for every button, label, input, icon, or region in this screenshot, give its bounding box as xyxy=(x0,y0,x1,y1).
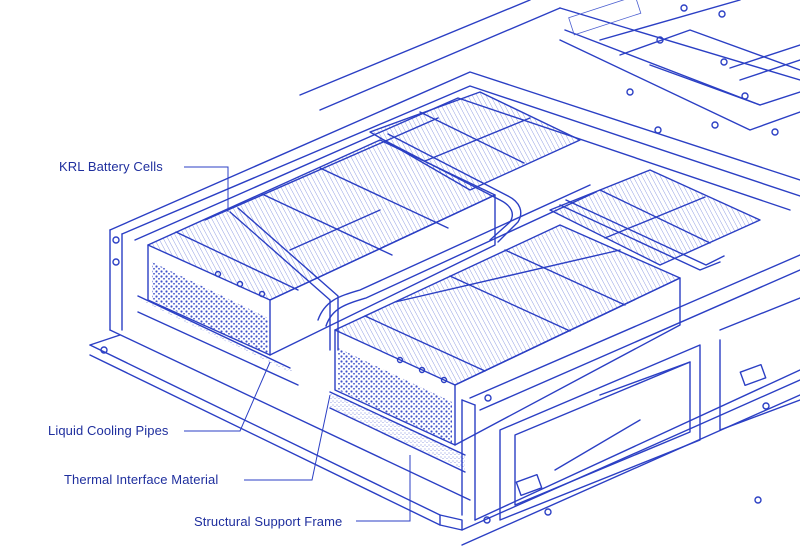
label-battery-cells: KRL Battery Cells xyxy=(59,159,163,174)
leader-lines xyxy=(184,166,411,522)
label-thermal-material: Thermal Interface Material xyxy=(64,472,219,487)
label-support-frame: Structural Support Frame xyxy=(194,514,343,529)
label-cooling-pipes: Liquid Cooling Pipes xyxy=(48,423,169,438)
right-battery-module xyxy=(329,169,761,473)
enclosure-lid xyxy=(299,0,800,136)
cooling-pipes xyxy=(229,133,725,351)
left-battery-module xyxy=(137,91,581,386)
tray-frame xyxy=(89,71,800,546)
